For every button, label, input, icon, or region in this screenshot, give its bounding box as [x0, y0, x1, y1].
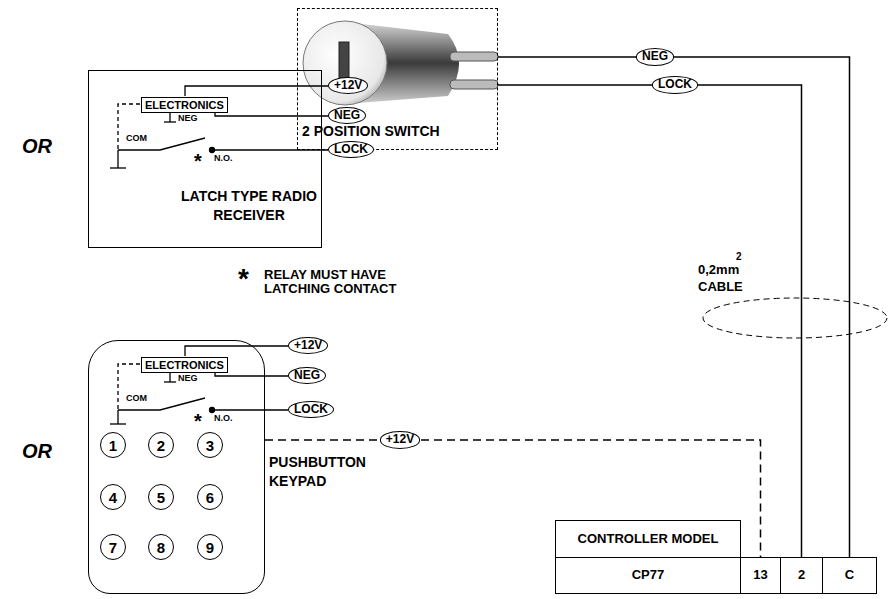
note-text: RELAY MUST HAVE LATCHING CONTACT: [264, 268, 414, 297]
switch-housing: 2 POSITION SWITCH: [297, 8, 498, 150]
table-cell: CP77: [555, 557, 741, 594]
note-marker: *: [194, 410, 202, 432]
keypad-button: 3: [197, 432, 223, 458]
controller-table: CONTROLLER MODELCP77132C: [555, 520, 877, 594]
node-text: 3: [206, 437, 214, 454]
keypad-button: 8: [148, 534, 174, 560]
keypad-button: 5: [148, 484, 174, 510]
node-text: 7: [109, 539, 117, 556]
table-cell: C: [822, 557, 877, 594]
node-text: 4: [109, 489, 117, 506]
contact-label: COM: [126, 134, 147, 144]
node-text: LATCH TYPE RADIO RECEIVER: [181, 187, 317, 225]
electronics-box: ELECTRONICS: [141, 97, 228, 113]
signal-terminal: NEG: [288, 367, 326, 384]
or-label: OR: [22, 135, 52, 157]
cable-marker: [703, 298, 887, 338]
keypad-button: 6: [197, 484, 223, 510]
node-text: 2 POSITION SWITCH: [302, 123, 440, 139]
keypad-button: 9: [197, 534, 223, 560]
wire-label: NEG: [636, 48, 674, 65]
wire: [498, 85, 802, 557]
node-text: 1: [109, 437, 117, 454]
ground-label: NEG: [178, 374, 198, 384]
keypad-button: 7: [100, 534, 126, 560]
keypad-button: 2: [148, 432, 174, 458]
signal-terminal: NEG: [328, 107, 366, 124]
node-text: 5: [157, 489, 165, 506]
node-text: ELECTRONICS: [145, 98, 224, 112]
wire: [498, 57, 850, 557]
cable-size: 0,2mm: [698, 263, 739, 277]
note-marker: *: [238, 264, 249, 295]
contact-label: N.O.: [214, 414, 233, 424]
table-cell: 13: [740, 557, 781, 594]
contact-label: N.O.: [214, 154, 233, 164]
cable-label: CABLE: [698, 280, 743, 294]
note-marker: *: [194, 150, 202, 172]
node-text: 2: [157, 437, 165, 454]
wire-label: LOCK: [652, 76, 698, 93]
superscript: 2: [736, 251, 742, 262]
keypad-button: 4: [100, 484, 126, 510]
signal-terminal: +12V: [288, 337, 328, 354]
signal-terminal: LOCK: [328, 141, 374, 158]
wire: [265, 440, 761, 557]
node-text: PUSHBUTTON KEYPAD: [269, 453, 379, 491]
electronics-box: ELECTRONICS: [141, 357, 228, 373]
node-text: ELECTRONICS: [145, 358, 224, 372]
signal-terminal: LOCK: [288, 401, 334, 418]
receiver-box: LATCH TYPE RADIO RECEIVER ELECTRONICS: [88, 70, 322, 248]
table-cell: CONTROLLER MODEL: [555, 520, 741, 558]
switch-symbol: [303, 21, 498, 105]
receiver-relay: [110, 86, 328, 168]
node-text: 8: [157, 539, 165, 556]
ground-label: NEG: [178, 114, 198, 124]
wire-label: +12V: [380, 431, 420, 448]
keypad-button: 1: [100, 432, 126, 458]
or-label: OR: [22, 440, 52, 462]
keypad-housing: PUSHBUTTON KEYPADELECTRONICS123456789: [88, 340, 265, 594]
node-text: 9: [206, 539, 214, 556]
contact-label: COM: [126, 394, 147, 404]
signal-terminal: +12V: [328, 77, 368, 94]
node-text: 6: [206, 489, 214, 506]
table-cell: 2: [780, 557, 823, 594]
